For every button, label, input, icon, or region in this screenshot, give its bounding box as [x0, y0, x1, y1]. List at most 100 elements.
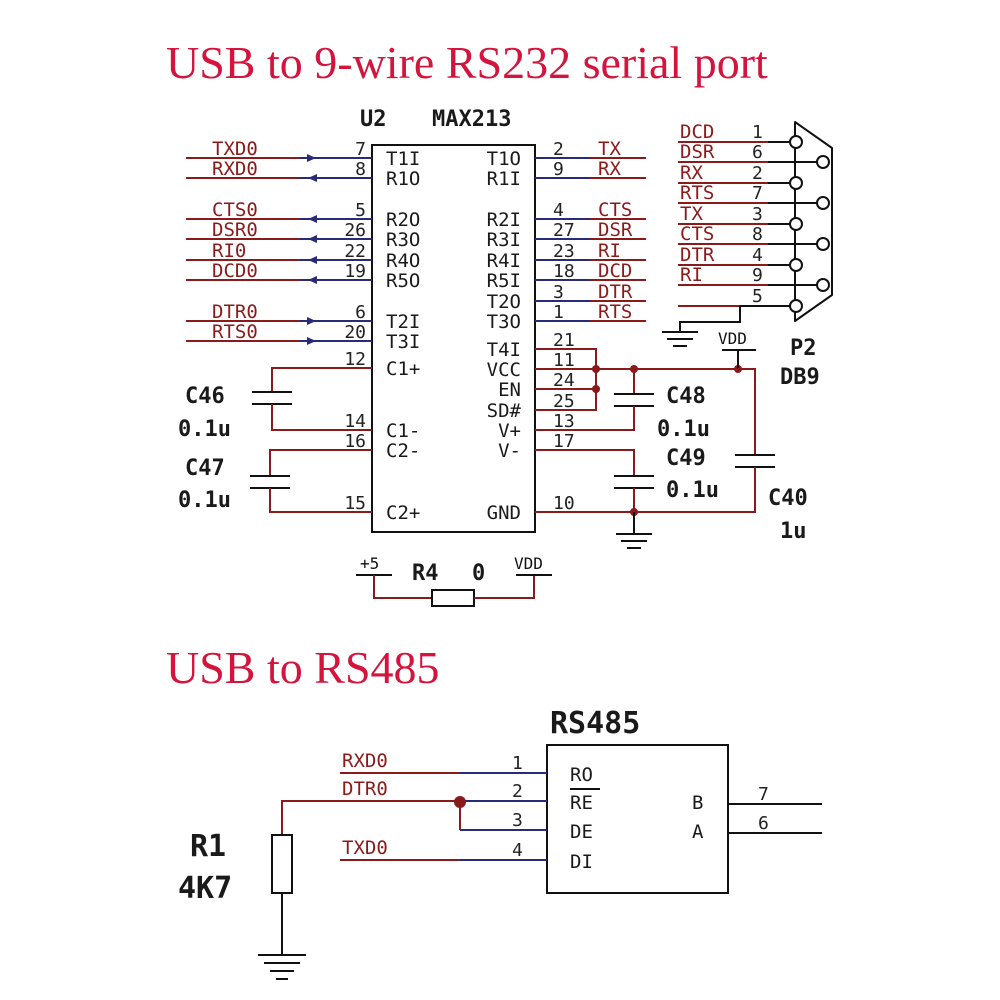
- db9-pin-number: 6: [752, 142, 763, 163]
- u2-pin-number: 25: [553, 391, 575, 412]
- db9-net-label-cts: CTS: [680, 223, 714, 245]
- u2-pin-name: V+: [498, 420, 521, 442]
- u2-pin-number: 8: [355, 159, 366, 180]
- u2-pin-name: T4I: [487, 339, 521, 361]
- u2-pin-name: VCC: [487, 359, 521, 381]
- u2-net-label-cts0: CTS0: [212, 199, 258, 221]
- arrow-out-mark: [307, 154, 316, 162]
- rs485-body: [546, 744, 729, 894]
- p2-ref: P2: [790, 336, 817, 361]
- db9-pin-contact: [816, 237, 830, 251]
- u2-pin-name: T1I: [386, 148, 420, 170]
- u2-pin-name: T3O: [487, 311, 521, 333]
- arrow-in-mark: [308, 215, 317, 223]
- u2-pin-name: R1O: [386, 168, 420, 190]
- u2-pin-name: C1-: [386, 420, 420, 442]
- r1-ref: R1: [190, 829, 226, 864]
- u2-net-label-dtr0: DTR0: [212, 301, 258, 323]
- u2-pin-name: R1I: [487, 168, 521, 190]
- u2-pin-number: 13: [553, 411, 575, 432]
- c48-value: 0.1u: [657, 417, 710, 442]
- u2-pin-name: R3I: [487, 229, 521, 251]
- u2-pin-number: 26: [344, 220, 366, 241]
- db9-net-label-dsr: DSR: [680, 141, 715, 163]
- rs485-pin-number: 2: [512, 781, 523, 802]
- c40-value: 1u: [780, 519, 807, 544]
- rs485-pin-name: A: [692, 821, 704, 843]
- db9-pin-number: 4: [752, 245, 763, 266]
- rs485-pin-number: 4: [512, 840, 523, 861]
- u2-pin-name: T2O: [487, 291, 521, 313]
- vcc-en-sd-bus: [535, 348, 755, 411]
- r4-value: 0: [472, 561, 485, 586]
- db9-pin-number: 8: [752, 224, 763, 245]
- u2-part: MAX213: [432, 107, 511, 132]
- rs485-pin-name: B: [692, 792, 703, 814]
- c48-capacitor: [535, 369, 654, 431]
- c46-value: 0.1u: [178, 417, 231, 442]
- db9-net-label-rx: RX: [680, 162, 703, 184]
- u2-pin-number: 4: [553, 200, 564, 221]
- u2-pin-name: EN: [498, 379, 521, 401]
- u2-ground-symbol: [616, 512, 652, 549]
- u2-pin-name: C1+: [386, 358, 420, 380]
- arrow-out-mark: [307, 337, 316, 345]
- rs485-net-label-rxd0: RXD0: [342, 750, 388, 772]
- c49-value: 0.1u: [666, 478, 719, 503]
- u2-pin-number: 7: [355, 139, 366, 160]
- rs485-net-label-dtr0: DTR0: [342, 778, 388, 800]
- rs485-pin-number: 6: [758, 813, 769, 834]
- db9-pin-number: 5: [752, 286, 763, 307]
- db9-pin-contact: [789, 258, 803, 272]
- db9-pin-number: 2: [752, 163, 763, 184]
- c46-ref: C46: [185, 384, 225, 409]
- db9-pin-contact: [816, 155, 830, 169]
- u2-pin-name: SD#: [487, 400, 522, 422]
- u2-net-label-ri: RI: [598, 240, 621, 262]
- u2-net-label-txd0: TXD0: [212, 138, 258, 160]
- u2-net-label-cts: CTS: [598, 199, 632, 221]
- u2-pin-number: 19: [344, 261, 366, 282]
- u2-net-label-rts: RTS: [598, 301, 632, 323]
- db9-pin-number: 9: [752, 265, 763, 286]
- u2-pin-name: R4I: [487, 250, 521, 272]
- u2-pin-name: R2O: [386, 209, 420, 231]
- u2-net-label-dtr: DTR: [598, 281, 633, 303]
- db9-net-label-ri: RI: [680, 264, 703, 286]
- db9-net-label-rts: RTS: [680, 182, 714, 204]
- u2-pin-name: GND: [487, 502, 521, 524]
- u2-net-label-rx: RX: [598, 158, 621, 180]
- u2-pin-name: C2-: [386, 440, 420, 462]
- rs232-title: USB to 9-wire RS232 serial port: [166, 37, 768, 88]
- db9-net-label-tx: TX: [680, 203, 703, 225]
- db9-shell: [794, 121, 833, 322]
- rs485-pin-name: RO: [570, 764, 593, 786]
- u2-pin-name: C2+: [386, 502, 420, 524]
- u2-pin-number: 6: [355, 302, 366, 323]
- r4-resistor: [356, 574, 552, 607]
- rs485-pin-number: 1: [512, 753, 523, 774]
- u2-body: [371, 144, 536, 533]
- u2-pin-number: 14: [344, 411, 366, 432]
- db9-pin-contact: [789, 135, 803, 149]
- p2-type: DB9: [780, 365, 820, 390]
- db9-pin-contact: [789, 217, 803, 231]
- u2-pin-name: T2I: [386, 311, 420, 333]
- u2-pin-name: R4O: [386, 250, 420, 272]
- u2-net-label-dcd0: DCD0: [212, 260, 258, 282]
- rs485-pin-name: DI: [570, 851, 593, 873]
- u2-net-label-dcd: DCD: [598, 260, 632, 282]
- u2-pin-number: 9: [553, 159, 564, 180]
- u2-pin-number: 16: [344, 431, 366, 452]
- db9-pin-contact: [789, 299, 803, 313]
- u2-net-label-rxd0: RXD0: [212, 158, 258, 180]
- u2-pin-number: 24: [553, 370, 575, 391]
- arrow-in-mark: [308, 235, 317, 243]
- c48-ref: C48: [666, 384, 706, 409]
- u2-pin-name: V-: [498, 440, 521, 462]
